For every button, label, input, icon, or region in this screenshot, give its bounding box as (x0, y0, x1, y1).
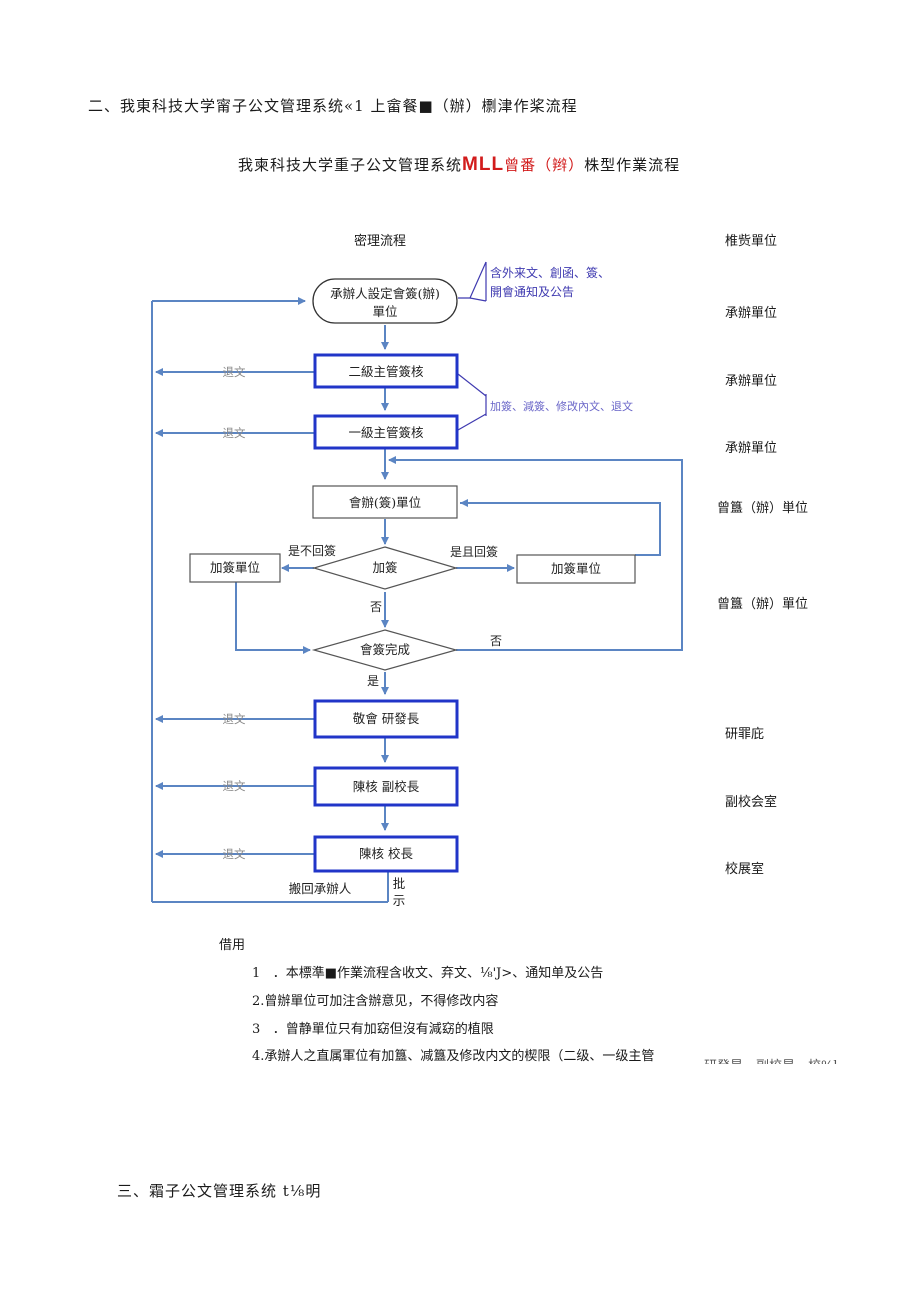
note-1-num: 1 (252, 966, 261, 981)
edge-no-return: 是不回簽 (288, 544, 336, 558)
section-2-heading: 二、我東科技大学甯子公文管理系统«1 上畲餐■（辦）檦津作桨流程 (88, 97, 578, 115)
add-sign-decision (311, 546, 459, 590)
add-unit-left-label: 加簽單位 (210, 560, 260, 575)
start-node-label-2: 單位 (372, 304, 397, 319)
cosign-done-label: 會簽完成 (360, 642, 410, 657)
edge-no-1: 否 (370, 600, 382, 614)
note-4-overflow: 研発昙、副校昙、校%l (704, 1055, 838, 1064)
level1-manager-label: 一級主管簽核 (348, 425, 424, 440)
edge-yes: 是 (367, 674, 379, 688)
edge-return-4: 退文 (223, 779, 246, 793)
approve-label: 批 (393, 876, 406, 891)
note-3: 3 ．曾静單位只有加窈但沒有減窈的植限 (252, 1018, 494, 1037)
flowchart-title: 我柬科技大学重子公文管理系统MLL曾番（辫）株型作業流程 (238, 154, 680, 176)
level1-manager-node (313, 414, 459, 450)
note-2-text: 曾辦單位可加注含辦意见，不得修改内容 (264, 994, 499, 1009)
unit-row-1: 承辦單位 (725, 306, 778, 321)
flowchart-title-part2: MLL (462, 154, 505, 175)
return-to-handler-label: 搬回承辦人 (289, 881, 352, 896)
note-3-text: ．曾静單位只有加窈但沒有減窈的植限 (272, 1022, 494, 1037)
edge-yes-return: 是且回簽 (450, 545, 498, 559)
callout-middle: 加簽、減簽、修改內文、退文 (490, 399, 633, 413)
unit-row-6: 研罪庇 (725, 727, 765, 742)
president-label: 陳核 校長 (359, 846, 413, 861)
vice-president-label: 陳核 副校長 (353, 779, 420, 794)
level2-manager-label: 二級主管簽核 (348, 364, 424, 379)
unit-row-3: 承辦單位 (725, 441, 778, 456)
add-sign-decision-label: 加簽 (372, 560, 397, 575)
section-3-heading: 三、霜子公文管理系统 t⅛明 (117, 1182, 322, 1200)
note-4-num: 4. (252, 1049, 265, 1064)
approve-label-2: 示 (393, 893, 406, 908)
vp-research-node (313, 699, 459, 739)
note-3-num: 3 (252, 1022, 261, 1037)
unit-row-8: 校展室 (725, 862, 765, 877)
note-4-text: 承辦人之直属軍位有加簋、减簋及修改内文的楔限（二级、一级主管 (264, 1049, 655, 1064)
note-1-text: ．本標準■作業流程含收文、弃文、⅛'J>、通知单及公告 (272, 966, 604, 981)
cosign-unit-node (312, 485, 458, 519)
vice-president-node (313, 766, 459, 807)
edge-return-5: 退文 (223, 847, 246, 861)
unit-column-title: 椎赀單位 (725, 234, 778, 249)
note-4: 4.承辦人之直属軍位有加簋、减簋及修改内文的楔限（二级、一级主管 (252, 1045, 654, 1064)
add-unit-right-label: 加簽單位 (551, 561, 601, 576)
add-unit-right-node (516, 554, 636, 584)
edge-return-3: 退文 (223, 712, 246, 726)
start-node-label-1: 承辦人設定會簽(辦) (330, 286, 440, 301)
flowchart-title-part4: 株型作業流程 (584, 156, 681, 174)
flowchart-title-part3: 曾番（辫） (504, 156, 585, 174)
edge-no-2: 否 (490, 634, 502, 648)
flow-column-title: 密理流程 (354, 234, 407, 249)
start-node (312, 278, 458, 324)
note-1: 1 ．本標準■作業流程含收文、弃文、⅛'J>、通知单及公告 (252, 962, 603, 981)
flowchart-title-part1: 我柬科技大学重子公文管理系统 (238, 156, 463, 174)
unit-row-7: 副校会室 (725, 795, 778, 810)
add-unit-left-node (189, 553, 281, 583)
callout-top-line-2: 開會通知及公告 (490, 285, 574, 299)
note-2-num: 2. (252, 994, 265, 1009)
notes-title: 借用 (219, 938, 246, 953)
cosign-unit-label: 會辦(簽)單位 (349, 495, 421, 510)
unit-row-4: 曾簋（辦）単位 (717, 501, 809, 516)
cosign-done-decision (311, 629, 459, 671)
edge-return-1: 退文 (223, 365, 246, 379)
level2-manager-node (313, 353, 459, 389)
edge-return-2: 退文 (223, 426, 246, 440)
president-node (313, 835, 459, 873)
note-2: 2.曾辦單位可加注含辦意见，不得修改内容 (252, 990, 498, 1009)
flowchart: 承辦人設定會簽(辦) 單位 二級主管簽核 一級主管簽核 會辦(簽)單位 加簽 加… (151, 261, 683, 908)
unit-row-5: 曾簋（辦）單位 (717, 597, 809, 612)
vp-research-label: 敬會 研發長 (353, 711, 420, 726)
unit-row-2: 承辦單位 (725, 374, 778, 389)
callout-top-line-1: 含外来文、創函、簽、 (490, 265, 610, 280)
